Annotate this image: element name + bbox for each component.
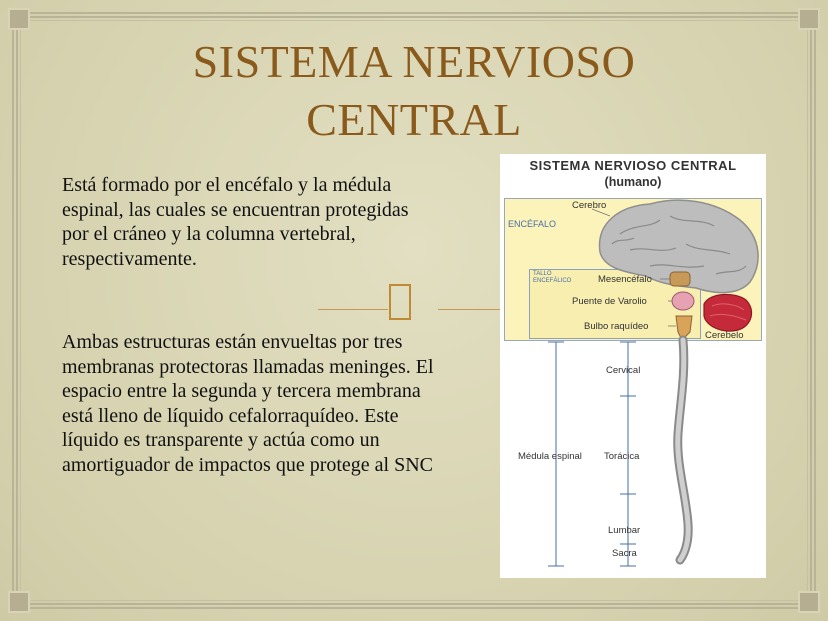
paragraph-intro: Está formado por el encéfalo y la médula… — [62, 174, 409, 270]
label-encefalo: ENCÉFALO — [508, 219, 557, 229]
label-tallo-line2: ENCEFÁLICO — [533, 278, 572, 284]
paragraph-meninges: Ambas estructuras están envueltas por tr… — [62, 331, 434, 476]
label-cervical: Cervical — [606, 365, 641, 376]
label-cerebelo: Cerebelo — [705, 330, 744, 341]
corner-ornament — [798, 8, 820, 30]
label-puente: Puente de Varolio — [572, 296, 647, 307]
divider-ornament-icon — [389, 284, 411, 320]
corner-ornament — [798, 591, 820, 613]
cerebelo-icon — [703, 293, 753, 332]
mesencefalo-icon — [669, 271, 691, 287]
diagram-drawing — [548, 199, 759, 567]
slide-title-line2: CENTRAL — [306, 94, 522, 145]
slide-border — [12, 12, 816, 609]
diagram-subtitle: (humano) — [604, 175, 662, 189]
label-tallo-line1: TALLO — [533, 271, 552, 277]
bulbo-icon — [675, 315, 693, 341]
divider-line-left — [318, 309, 388, 310]
label-cerebro: Cerebro — [572, 200, 607, 211]
label-sacra: Sacra — [612, 548, 637, 559]
label-medula-espinal: Médula espinal — [518, 451, 582, 462]
slide-title-line1: SISTEMA NERVIOSO — [192, 36, 636, 87]
divider-line-right — [438, 309, 500, 310]
cns-diagram: SISTEMA NERVIOSO CENTRAL (humano) — [500, 154, 766, 578]
label-bulbo: Bulbo raquídeo — [584, 321, 649, 332]
corner-ornament — [8, 8, 30, 30]
label-mesencefalo: Mesencéfalo — [598, 274, 652, 285]
puente-icon — [671, 291, 695, 311]
label-lumbar: Lumbar — [608, 525, 641, 536]
cerebro-icon — [598, 199, 759, 294]
label-toracica: Torácica — [604, 451, 640, 462]
corner-ornament — [8, 591, 30, 613]
slide-inner-border — [20, 20, 808, 601]
diagram-title: SISTEMA NERVIOSO CENTRAL — [529, 158, 737, 173]
